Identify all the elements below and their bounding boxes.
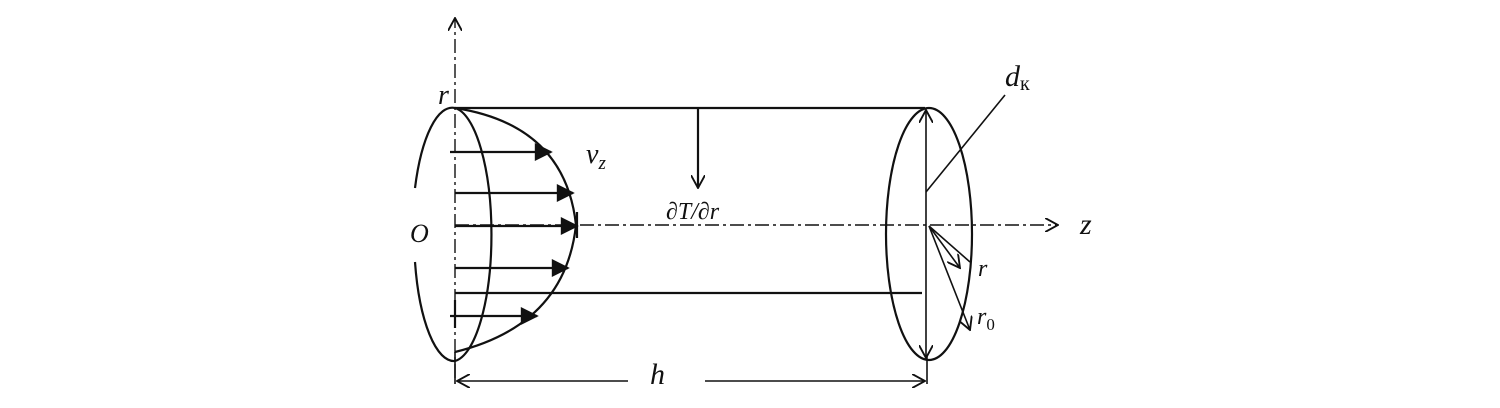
length-label: h [650, 358, 665, 391]
r-axis-label: r [438, 80, 449, 111]
z-axis-label: z [1079, 208, 1092, 241]
diameter-label: dк [1005, 60, 1030, 95]
left-end-ellipse [413, 106, 493, 363]
right-end-ellipse [884, 106, 974, 362]
gradient-label: ∂T/∂r [666, 199, 720, 225]
radius-arrow [928, 225, 960, 268]
radius-label: r [978, 256, 988, 282]
outer-radius-label: r0 [977, 304, 995, 334]
origin-label: O [410, 219, 429, 248]
outer-radius-arrow [928, 225, 970, 330]
diameter-leader [925, 94, 1006, 193]
velocity-label: vz [586, 139, 606, 174]
radius-arrow-extra [928, 225, 971, 263]
